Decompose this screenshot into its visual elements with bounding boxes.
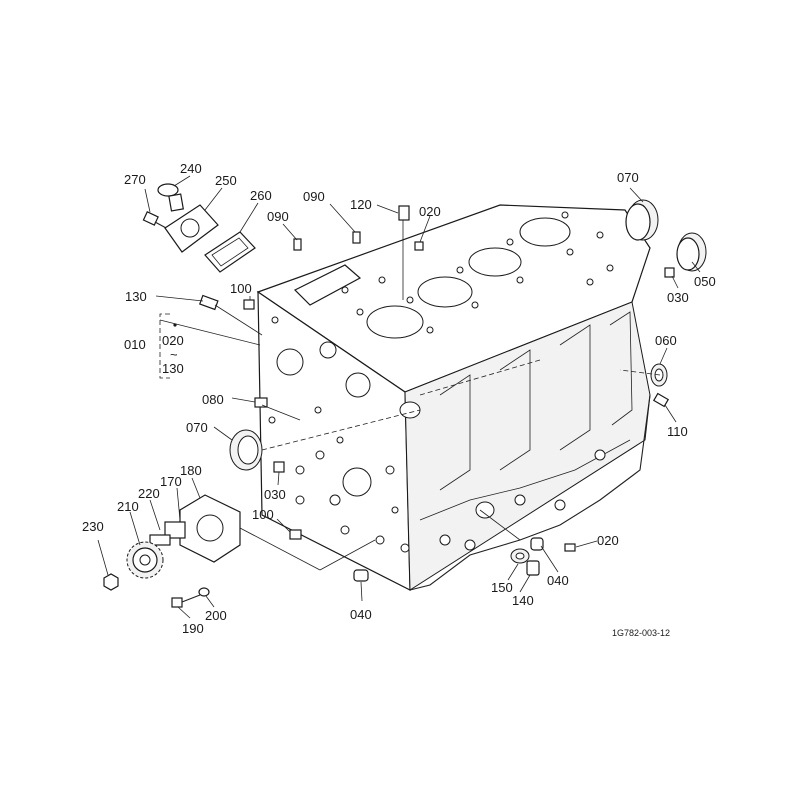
cylinder-bore-1 [366,305,424,339]
part-040-plug-b [353,569,369,582]
callout-030-a: 030 [667,290,689,305]
callout-220: 220 [138,486,160,501]
cylinder-bore-2 [417,276,473,308]
part-030-plug-a [664,267,675,278]
deck-holes [341,211,614,334]
callout-230: 230 [82,519,104,534]
part-190-200-bolt-washer [171,587,210,608]
callout-130-b: 130 [162,361,184,376]
callout-130: 130 [125,289,147,304]
callout-110: 110 [667,424,688,439]
thermostat-seat [293,264,362,306]
part-130-plug [199,294,219,311]
crankcase-rail [409,394,651,591]
callout-250: 250 [215,173,237,188]
part-040-plug-a [530,537,544,551]
callout-270: 270 [124,172,146,187]
part-250-thermostat-housing [164,204,219,253]
callout-090-a: 090 [267,209,289,224]
pan-flange-line [419,439,631,521]
part-260-gasket [204,231,256,273]
part-100-pin-a [243,299,255,310]
callout-140: 140 [512,593,534,608]
callout-050: 050 [694,274,716,289]
part-150-washer [510,548,530,564]
part-090-pin-a [293,238,302,251]
callout-120: 120 [350,197,372,212]
part-140-plug [526,560,540,576]
callout-020-a: 020 [419,204,441,219]
callout-090-b: 090 [303,189,325,204]
cylinder-bore-3 [468,247,522,277]
part-240-water-connector [157,183,184,212]
part-100-pin-b [289,529,302,540]
part-270-bolt [142,211,169,230]
callout-070-a: 070 [617,170,639,185]
cylinder-block [256,204,651,591]
part-110-pin [652,392,670,408]
cylinder-bore-4 [519,217,571,247]
part-050-cap [676,232,707,272]
callout-200: 200 [205,608,227,623]
callout-210: 210 [117,499,139,514]
part-230-nut [103,573,119,591]
callout-170: 170 [160,474,182,489]
callout-060: 060 [655,333,677,348]
part-170-220-pump-shaft [149,521,186,546]
front-face-holes [268,316,410,553]
part-070-cap-b [229,429,263,471]
callout-020-c: 020 [597,533,619,548]
part-120-plug [398,205,410,221]
part-080-plug [254,397,268,408]
callout-100-a: 100 [230,281,252,296]
part-090-pin-b [352,231,361,244]
callout-190: 190 [182,621,204,636]
drawing-code: 1G782-003-12 [612,628,670,638]
leader-lines [97,175,701,619]
range-tilde: ~ [170,347,178,362]
part-030-plug-b [273,461,285,473]
part-210-gear [126,541,164,579]
part-020-plug-a [414,241,424,251]
callout-010: 010 [124,337,146,352]
part-070-cap-a [625,199,659,241]
part-020-plug-c [564,543,576,552]
callout-180: 180 [180,463,202,478]
callout-150: 150 [491,580,513,595]
bracket-010-group [159,313,177,379]
callout-260: 260 [250,188,272,203]
callout-040-a: 040 [547,573,569,588]
callout-100-b: 100 [252,507,274,522]
callout-070-b: 070 [186,420,208,435]
callout-030-b: 030 [264,487,286,502]
part-180-oil-pump [179,494,241,563]
callout-040-b: 040 [350,607,372,622]
callout-labels: 270 240 250 260 090 090 120 020 070 050 … [82,161,716,638]
callout-080: 080 [202,392,224,407]
callout-020-b: 020 [162,333,184,348]
callout-240: 240 [180,161,202,176]
